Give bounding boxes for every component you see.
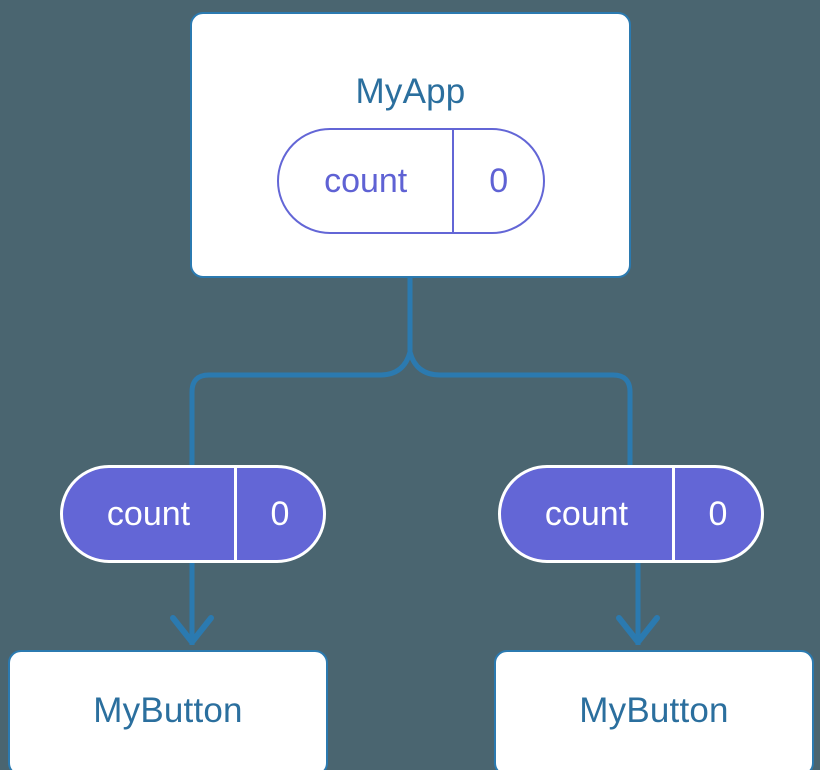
right-child-state-pill[interactable]: count 0: [498, 465, 764, 563]
app-state-key: count: [324, 162, 408, 200]
right-button-component-label: MyButton: [579, 691, 729, 730]
app-state-value: 0: [452, 130, 543, 232]
fork-connector: [189, 349, 633, 470]
left-button-component-label: MyButton: [93, 691, 243, 730]
left-button-component-box[interactable]: MyButton: [8, 650, 328, 770]
left-child-state-key: count: [106, 495, 191, 533]
right-button-component-box[interactable]: MyButton: [494, 650, 814, 770]
left-child-state-value: 0: [234, 468, 323, 560]
right-arrow-head: [616, 615, 660, 645]
left-arrow-head: [170, 615, 214, 645]
right-child-state-key: count: [544, 495, 629, 533]
right-child-state-value: 0: [672, 468, 761, 560]
left-child-state-pill[interactable]: count 0: [60, 465, 326, 563]
app-state-pill[interactable]: count 0: [277, 128, 545, 234]
app-component-label: MyApp: [355, 72, 466, 111]
